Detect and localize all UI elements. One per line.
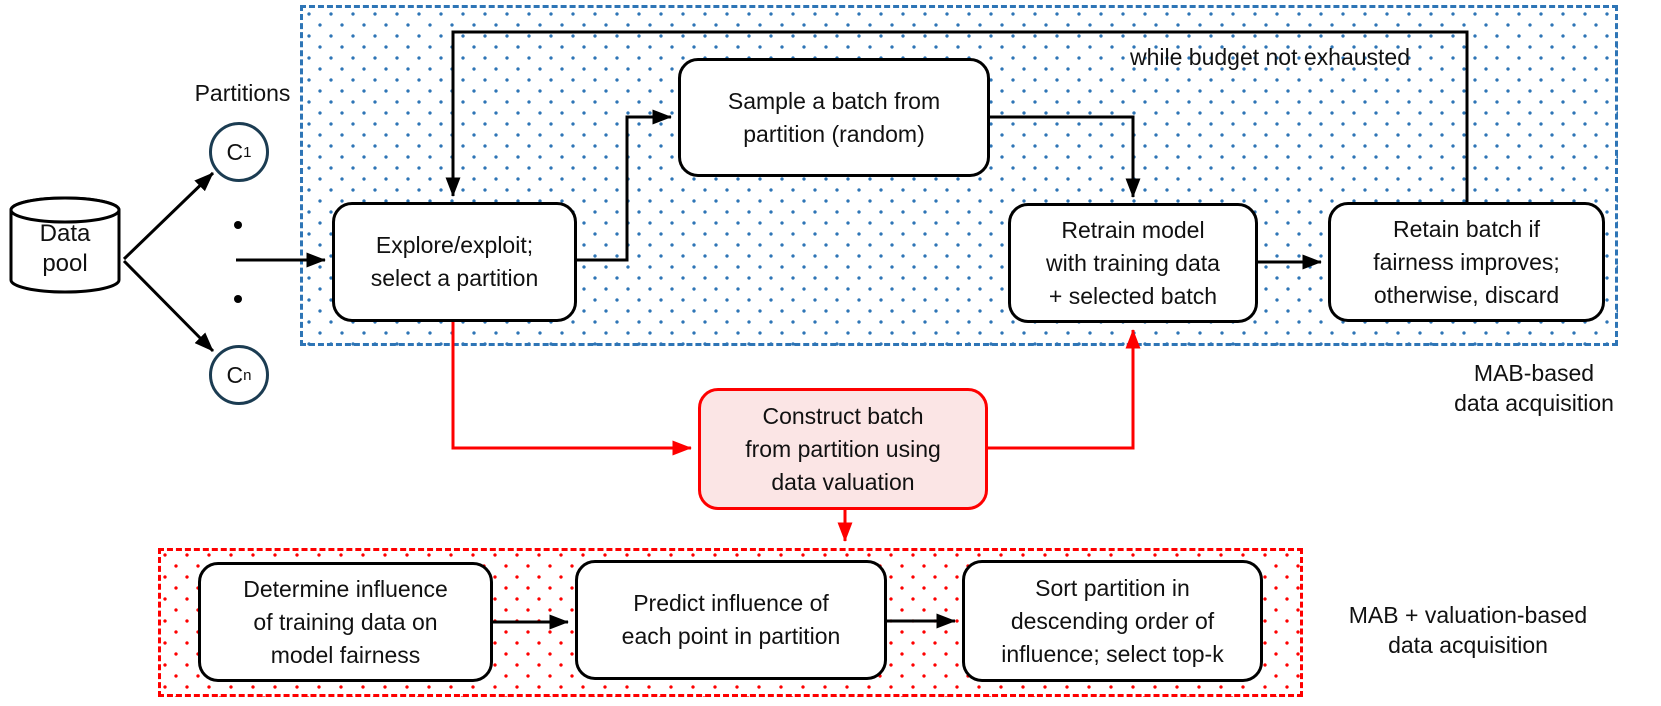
mab-based-label: MAB-based data acquisition: [1454, 360, 1614, 416]
arrow-explore-to-sample: [577, 109, 672, 262]
ellipsis-dot: [234, 221, 242, 229]
arrow-sample-to-retrain: [990, 115, 1141, 198]
retrain-model-node: Retrain model with training data + selec…: [1008, 203, 1258, 323]
cn-label: C: [226, 361, 244, 388]
ellipsis-dot: [234, 295, 242, 303]
arrow-pool-to-cn: [122, 259, 215, 353]
c1-label: C: [226, 138, 244, 165]
sample-batch-node: Sample a batch from partition (random): [678, 58, 990, 177]
arrow-explore-to-construct: [451, 322, 692, 456]
predict-influence-node: Predict influence of each point in parti…: [575, 560, 887, 680]
arrow-while-budget-loop: [445, 30, 1469, 202]
partitions-label: Partitions: [194, 80, 291, 106]
arrow-pool-to-c1: [122, 171, 215, 261]
retain-batch-node: Retain batch if fairness improves; other…: [1328, 202, 1605, 322]
mab-valuation-label: MAB + valuation-based data acquisition: [1348, 602, 1588, 658]
determine-influence-node: Determine influence of training data on …: [198, 562, 493, 682]
c1-subscript: 1: [243, 143, 252, 161]
arrow-construct-to-retrain: [988, 329, 1141, 450]
cn-subscript: n: [243, 366, 252, 384]
explore-exploit-node: Explore/exploit; select a partition: [332, 202, 577, 322]
data-pool-cylinder: Data pool: [8, 195, 122, 295]
cylinder-icon: [9, 196, 121, 294]
while-budget-label: while budget not exhausted: [1129, 44, 1411, 70]
data-pool-label: Data pool: [39, 220, 91, 277]
construct-batch-node: Construct batch from partition using dat…: [698, 388, 988, 510]
sort-partition-node: Sort partition in descending order of in…: [962, 560, 1263, 682]
